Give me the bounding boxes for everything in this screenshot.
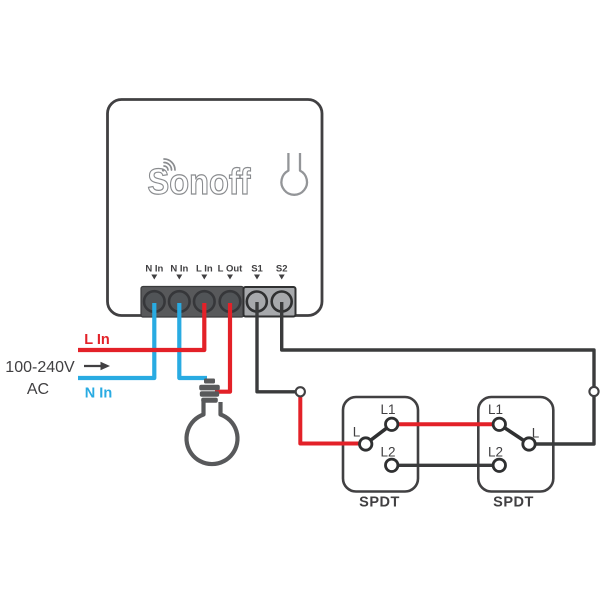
- pairing-button-icon: [280, 153, 309, 196]
- voltage-label: 100-240V: [5, 359, 75, 376]
- switch1-label-l2: L2: [380, 445, 395, 460]
- switch2-terminal-l2: [491, 457, 507, 473]
- switch2-terminal-l1: [491, 416, 507, 432]
- terminal-pointer-icon: [176, 274, 183, 280]
- neutral-in-label: N In: [85, 386, 112, 402]
- wire-s1-to-junction: [255, 302, 296, 394]
- switch1-terminal-l2: [384, 457, 400, 473]
- wire-neutral-to-bulb: [177, 303, 207, 381]
- switch1-terminal-l: [358, 436, 374, 452]
- switch2-type-label: SPDT: [493, 495, 534, 511]
- terminal-ports: [142, 289, 294, 314]
- switch1-label-l: L: [353, 425, 361, 440]
- wire-junction-to-switch2: [535, 396, 596, 446]
- switch1-type-label: SPDT: [359, 495, 400, 511]
- terminal-label-l-out: L Out: [218, 264, 243, 275]
- power-source-labels: L In 100-240V AC N In: [5, 332, 112, 402]
- sonoff-logo: Sonoff: [147, 158, 252, 203]
- bulb-glass: [184, 402, 240, 467]
- wire-junction-connector-left: [294, 386, 306, 398]
- light-bulb-icon: [184, 378, 240, 467]
- wire-live-in: [78, 303, 207, 353]
- arrow-right-icon: [84, 361, 110, 371]
- spdt-switch-1: L1 L L2 SPDT: [353, 402, 400, 511]
- terminal-label-n-in-1: N In: [145, 264, 163, 275]
- terminal-labels: N In N In L In L Out S1 S2: [145, 264, 288, 280]
- wifi-signal-icon: [161, 158, 176, 172]
- switch2-label-l: L: [532, 426, 540, 441]
- switch1-terminal-l1: [384, 416, 400, 432]
- terminal-pointer-icon: [201, 274, 208, 280]
- spdt-switch-2: L1 L L2 SPDT: [488, 402, 540, 511]
- ac-label: AC: [27, 381, 49, 398]
- terminal-pointer-icon: [278, 274, 285, 280]
- terminal-label-s1: S1: [251, 264, 263, 275]
- wire-live-out-to-bulb: [215, 303, 233, 394]
- bulb-screw-base: [199, 378, 220, 403]
- terminal-label-l-in: L In: [196, 264, 213, 275]
- live-in-label: L In: [84, 332, 110, 348]
- wire-s2-to-junction: [280, 302, 596, 387]
- switch2-terminal-l: [521, 436, 537, 452]
- switch1-label-l1: L1: [380, 402, 395, 417]
- smart-switch-body: [106, 98, 324, 317]
- terminal-pointer-icon: [227, 274, 233, 280]
- terminal-label-n-in-2: N In: [170, 264, 188, 275]
- switch2-label-l1: L1: [488, 402, 503, 417]
- terminal-pointer-icon: [151, 274, 158, 280]
- sonoff-logo-text: Sonoff: [148, 161, 252, 202]
- wire-junction-to-switch1: [298, 396, 361, 446]
- wire-junction-connector-right: [588, 385, 600, 398]
- switch2-label-l2: L2: [488, 445, 503, 460]
- wire-neutral-source: [78, 303, 157, 381]
- terminal-label-s2: S2: [276, 264, 288, 275]
- terminal-pointer-icon: [254, 274, 260, 280]
